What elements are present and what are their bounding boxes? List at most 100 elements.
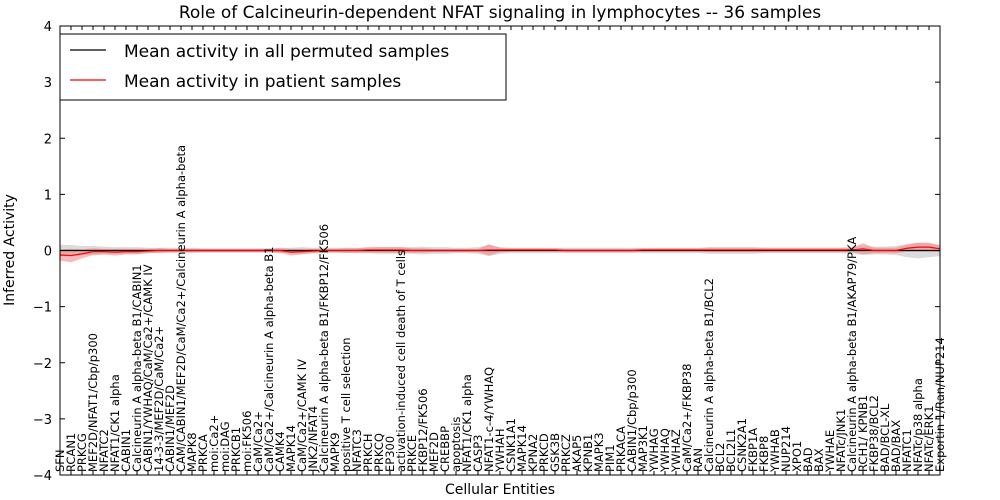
x-tick-label: CABIN1 [119,429,133,472]
x-tick-label: PRKCD [537,433,551,472]
x-tick-label: BCL2L1 [724,429,738,472]
x-tick-label: RCAN1 [64,433,78,472]
x-tick-label: Calcineurin A alpha-beta B1/AKAP79/PKA [845,237,859,472]
x-tick-label: NFAT1/CK1 alpha [108,374,122,472]
x-tick-label: FKBP1A [746,428,760,472]
x-tick-label: CABIN1/MEF2D [163,385,177,472]
x-tick-label: NFATc/p38 alpha [911,378,925,472]
x-tick-label: CAMK4 [273,431,287,472]
x-tick-label: NFATc/ERK1 [922,405,936,472]
x-tick-label: PRKCG [75,433,89,472]
y-tick-label: 0 [44,245,52,260]
x-tick-label: Calcineurin A alpha-beta B1/CABIN1 [130,264,144,472]
x-tick-label: MEF2D [427,432,441,472]
chart-title: Role of Calcineurin-dependent NFAT signa… [179,3,821,23]
confidence-bands [60,242,940,263]
x-tick-label: NFAT1-c-4/YWHAQ [482,367,496,472]
x-tick-label: YWHAZ [669,429,683,473]
x-tick-label: PRKCH [361,433,375,472]
legend: Mean activity in all permuted samples Me… [59,33,507,101]
x-tick-label: YWHAE [823,430,837,473]
x-tick-label: RAN [691,448,705,472]
x-tick-label: GSK3B [548,433,562,472]
x-tick-label: CaM/Ca2+/FKBP38 [680,364,694,472]
patient-mean-line [59,246,941,257]
y-tick-label: 2 [44,132,52,147]
x-tick-label: MAPK3 [592,432,606,472]
x-tick-label: MEF2D/NFAT1/Cbp/p300 [86,333,100,472]
x-axis-title: Cellular Entities [445,482,555,498]
y-tick-label: 4 [44,20,52,35]
x-tick-label: KPNB1 [581,434,595,472]
x-tick-label: NFATC2 [97,429,111,472]
y-tick-label: −1 [33,301,52,316]
x-tick-label: YWHAH [493,428,507,473]
x-tick-label: NFAT1/CK1 alpha [460,374,474,472]
x-tick-label: YWHAG [647,428,661,473]
x-tick-label: CSNK2A1 [735,418,749,472]
x-tick-label: 14-3-3/MEF2D/CaM/Ca2+ [152,326,166,472]
x-tick-label: Exportin 1/Ran/NUP214 [933,337,947,472]
x-tick-label: PRKCE [405,435,419,472]
x-tick-label: CABIN1/Cbp/p300 [625,369,639,472]
x-tick-label: BAX [812,448,826,472]
x-tick-label: YWHAB [768,429,782,473]
x-tick-label: NFATc/JNK1 [834,409,848,472]
y-tick-label: 3 [44,76,52,91]
x-tick-label: PRKACA [614,426,628,472]
x-tick-label: CREBBP [438,426,452,472]
x-tick-label: KPNA2 [526,434,540,472]
y-tick-label: 1 [44,188,52,203]
x-tick-label: CASP3 [471,435,485,472]
x-tick-label: CABIN1/YWHAQ/CaM/Ca2+/CAMK IV [141,264,155,472]
x-tick-label: FKBP38/BCL2 [867,395,881,472]
x-tick-label: Calcineurin A alpha-beta B1/BCL2 [702,278,716,472]
x-tick-label: PRKCZ [559,434,573,472]
y-axis: 4 3 2 1 0 −1 −2 −3 −4 [33,20,940,484]
y-tick-label: −2 [33,357,52,372]
x-tick-label: BCL2 [713,443,727,472]
legend-label-permuted: Mean activity in all permuted samples [124,42,449,62]
x-tick-label: RCH1/ KPNB1 [856,395,870,472]
x-tick-label: BAD/BCL-XL [878,403,892,472]
x-tick-label: FKBP12/FK506 [416,388,430,472]
x-tick-label: BAD [801,447,815,472]
x-tick-label: XPO1 [790,441,804,472]
x-tick-label: NFATC3 [350,429,364,472]
y-axis-title: Inferred Activity [2,194,18,306]
x-tick-label: YWHAQ [658,428,672,473]
x-tick-label: AKAP5 [570,435,584,472]
x-tick-label: CaM/Ca2+/CAMK IV [295,359,309,472]
x-tick-label: MAPK8 [185,432,199,472]
x-tick-label: SFN [53,449,67,472]
x-tick-label: CaM/Ca2+ [251,411,265,472]
x-tick-label: PRKCQ [372,433,386,472]
x-tick-label: apoptosis [449,417,463,472]
x-axis: SFNRCAN1PRKCGMEF2D/NFAT1/Cbp/p300NFATC2N… [53,26,947,475]
x-tick-label: MAPK9 [328,432,342,472]
x-tick-label: Calcineurin A alpha-beta B1/FKBP12/FK506 [317,224,331,472]
x-tick-label: MAPK14 [515,425,529,472]
series-lines [59,246,941,257]
x-tick-label: CaM/Ca2+/Calcineurin A alpha-beta B1 [262,247,276,472]
x-tick-label: EP300 [383,436,397,472]
x-tick-label: NFATC1 [900,429,914,472]
legend-label-patient: Mean activity in patient samples [124,72,401,92]
x-tick-label: NUP214 [779,426,793,472]
x-tick-label: MAPK14 [284,425,298,472]
x-tick-label: moi:FK506 [240,411,254,472]
y-tick-label: −4 [33,469,52,484]
y-tick-label: −3 [33,413,52,428]
x-tick-label: PRKCB1 [229,427,243,472]
x-tick-label: MAP3K1 [636,425,650,472]
x-tick-label: BAD/BAX [889,420,903,472]
x-tick-label: JNK2/NFAT4 [306,406,320,473]
x-tick-label: PIM1 [603,444,617,472]
x-tick-label: PRKCA [196,434,210,472]
x-tick-label: CSNK1A1 [504,418,518,472]
x-tick-label: CAM/CABIN1/MEF2D/CaM/Ca2+/Calcineurin A … [174,145,188,472]
x-tick-label: moi:Ca2+ [207,415,221,472]
x-tick-label: FKBP8 [757,436,771,472]
legend-box [59,33,507,101]
